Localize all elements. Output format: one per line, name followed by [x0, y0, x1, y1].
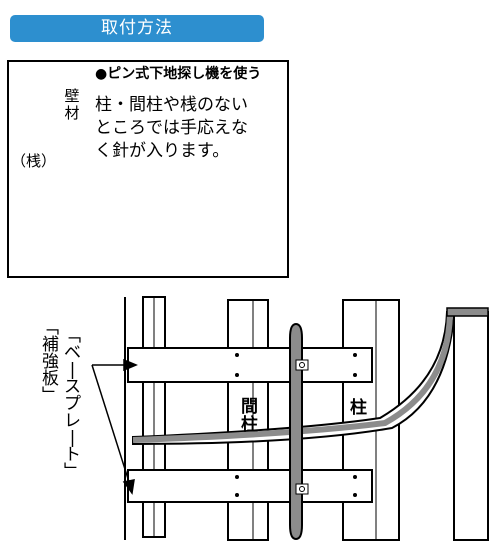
vertical-char: 強 [42, 352, 59, 372]
base-plate-label: ﹁ベ|スプレ|ト﹂ [64, 328, 81, 481]
vertical-char: ベ [64, 343, 81, 363]
page-title: 取付方法 [101, 18, 173, 38]
reinforcement-board-upper [127, 347, 373, 383]
vertical-char: 材 [64, 104, 80, 122]
description-line: ところでは手応えな [95, 118, 248, 138]
pointer-arrows [91, 358, 138, 495]
instruction-panel [7, 60, 289, 278]
vertical-text: ﹁ベ|スプレ|ト﹂ [64, 328, 81, 481]
vertical-char: 補 [42, 335, 59, 355]
vertical-char: ﹁ [64, 326, 81, 346]
vertical-char: ト [64, 445, 81, 465]
reinforcement-board-lower [127, 469, 373, 503]
vertical-char: | [69, 428, 76, 448]
intermediate-post-label: 間柱 [241, 398, 258, 434]
panel-description: 柱・間柱や桟のない ところでは手応えな く針が入ります。 [95, 94, 285, 163]
wall-material-label: 壁材 [62, 88, 82, 122]
description-line: 柱・間柱や桟のない [95, 95, 248, 115]
vertical-char: レ [64, 411, 81, 431]
vertical-text: ﹁補強板﹂ [42, 320, 59, 405]
vertical-char: ﹁ [42, 318, 59, 338]
vertical-text: 間柱 [241, 398, 258, 434]
curved-wall-panel [132, 307, 489, 541]
vertical-char: 板 [42, 369, 59, 389]
grab-bar [289, 322, 309, 541]
vertical-char: ﹂ [64, 462, 81, 482]
reinforcement-board-label: ﹁補強板﹂ [42, 320, 59, 405]
vertical-char: プ [64, 394, 81, 414]
vertical-char: | [69, 360, 76, 380]
panel-heading: ●ピン式下地探し機を使う [95, 66, 262, 82]
title-banner [10, 15, 264, 42]
vertical-char: 壁 [64, 87, 80, 105]
stud-label: （桟） [11, 152, 57, 170]
vertical-char: ﹂ [42, 386, 59, 406]
vertical-text: 壁材 [62, 88, 82, 122]
vertical-char: ス [64, 377, 81, 397]
vertical-char: 柱 [241, 415, 258, 435]
post-label: 柱 [350, 398, 367, 418]
vertical-char: 間 [241, 397, 258, 417]
description-line: く針が入ります。 [95, 141, 230, 161]
